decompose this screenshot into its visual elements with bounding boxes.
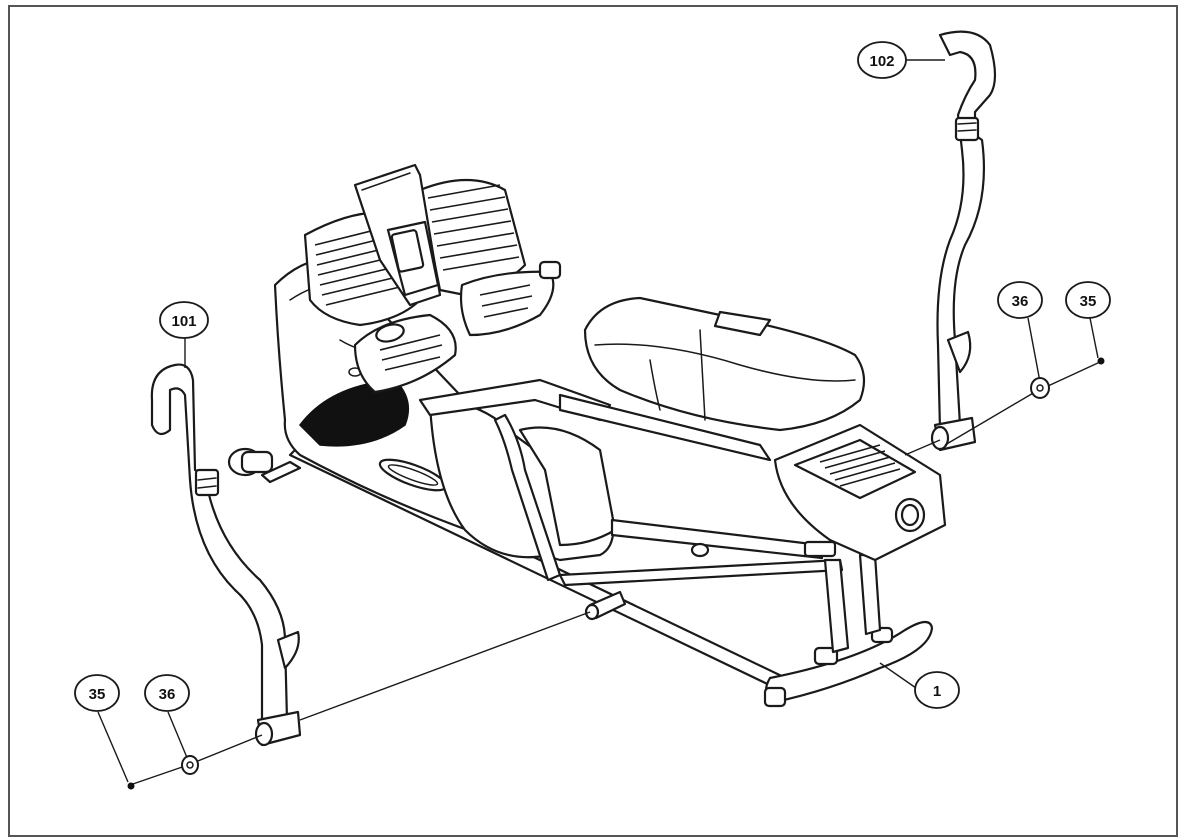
callout-1: 1 — [914, 671, 960, 709]
rear-link — [610, 518, 824, 560]
screw-icon — [1097, 357, 1105, 365]
shroud-vent — [299, 379, 410, 447]
diagram-border — [8, 5, 1178, 837]
callout-36-right: 36 — [997, 281, 1043, 319]
callout-label: 1 — [933, 683, 941, 700]
callout-label: 35 — [89, 686, 106, 703]
console-tower — [353, 163, 442, 307]
callout-36-left: 36 — [144, 674, 190, 712]
washer-icon — [181, 755, 199, 775]
callout-35-left: 35 — [74, 674, 120, 712]
seat — [583, 296, 866, 432]
pedal-right — [459, 260, 562, 337]
washer-icon — [1030, 377, 1050, 399]
rear-housing — [773, 423, 947, 562]
callout-101: 101 — [159, 301, 209, 339]
screw-icon — [127, 782, 135, 790]
handlebar-right-icon — [930, 30, 997, 452]
callout-label: 36 — [159, 686, 176, 703]
front-stabilizer — [227, 447, 302, 484]
left-handle-axis — [299, 611, 591, 721]
elliptical-machine-icon — [227, 163, 947, 708]
callout-label: 35 — [1080, 293, 1097, 310]
callout-102: 102 — [857, 41, 907, 79]
callout-35-right: 35 — [1065, 281, 1111, 319]
callout-label: 102 — [869, 53, 894, 70]
handlebar-left-icon — [150, 363, 302, 747]
callout-label: 36 — [1012, 293, 1029, 310]
rear-stabilizer — [764, 620, 934, 704]
cross-rail — [558, 558, 844, 587]
right-handle-axis — [904, 439, 941, 456]
callout-label: 101 — [171, 313, 196, 330]
pedal-left — [353, 313, 457, 394]
